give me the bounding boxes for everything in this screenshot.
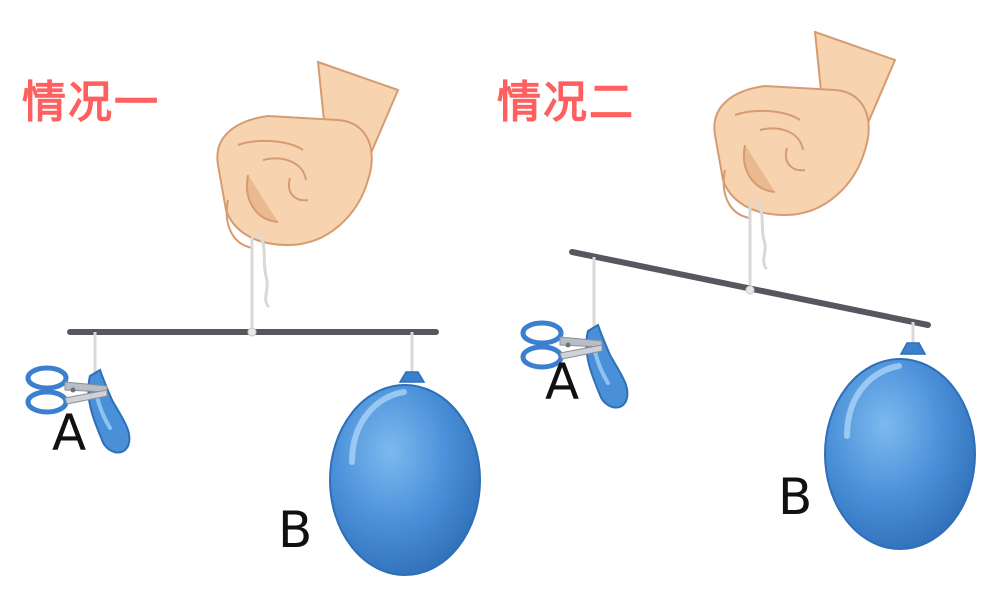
scenario-1-label-a: A (52, 404, 87, 462)
scenario-1-label-b: B (278, 501, 313, 559)
scenario-2-label-b: B (778, 468, 813, 526)
suspension-string (250, 230, 270, 334)
scenario-1 (25, 60, 481, 576)
hand-icon (713, 30, 897, 219)
scenario-2-label-a: A (545, 353, 580, 411)
scenario-2-title: 情况二 (497, 77, 635, 128)
hand-icon (216, 60, 400, 249)
rod-knot (247, 327, 257, 337)
scenario-1-title: 情况一 (22, 77, 160, 128)
deflated-balloon-icon (585, 323, 629, 409)
deflated-balloon-icon (87, 368, 131, 454)
scenario-2 (520, 30, 976, 550)
scissors-icon (25, 365, 108, 415)
rod-knot (745, 285, 755, 295)
inflated-balloon-icon (329, 371, 481, 576)
scissors-icon (520, 320, 603, 370)
inflated-balloon-icon (824, 342, 976, 550)
suspension-string (748, 198, 768, 292)
